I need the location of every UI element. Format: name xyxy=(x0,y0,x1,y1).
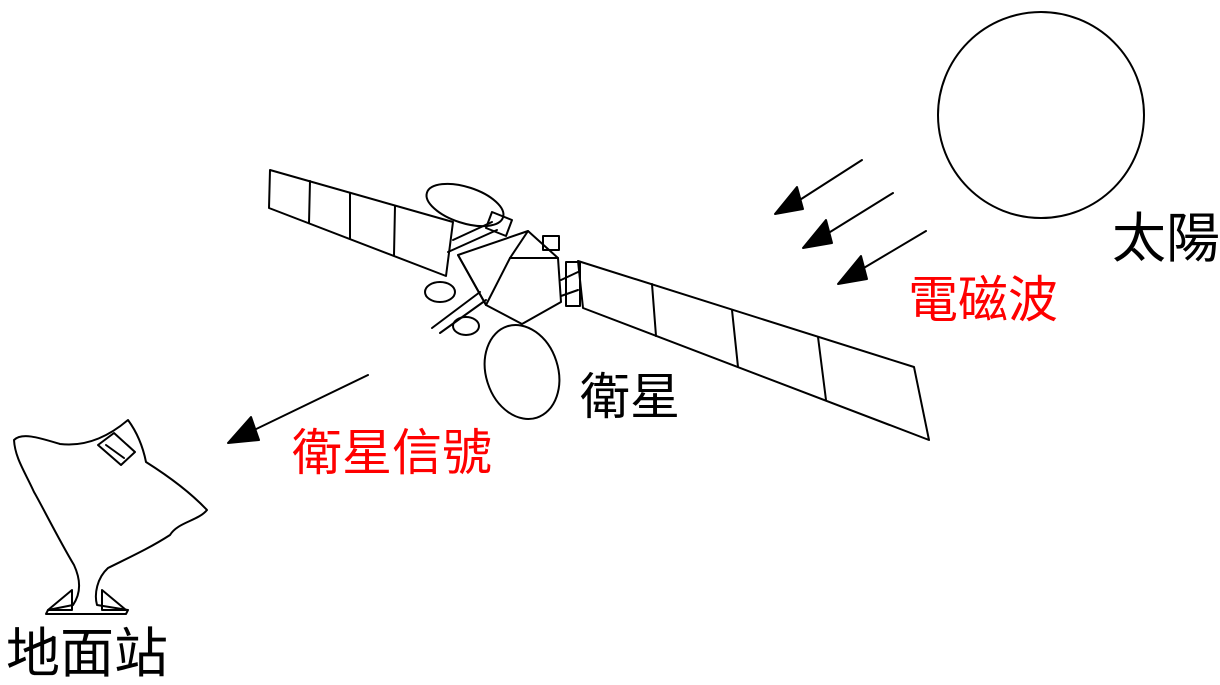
satellite-icon xyxy=(268,169,930,441)
sun-label: 太陽 xyxy=(1112,207,1220,270)
em-wave-arrows xyxy=(774,159,927,285)
lower-dish xyxy=(483,324,561,420)
ground-station-label: 地面站 xyxy=(6,622,168,685)
arrow-icon xyxy=(837,230,927,285)
left-solar-panel xyxy=(268,169,454,277)
arrow-icon xyxy=(774,159,863,215)
signal-arrow-icon xyxy=(227,374,369,444)
diagram-canvas xyxy=(13,11,1145,615)
arrow-icon xyxy=(802,192,894,249)
right-solar-panel xyxy=(577,260,930,441)
ground-station-dish-icon xyxy=(13,419,208,615)
satellite-label: 衛星 xyxy=(580,368,680,426)
satellite-body xyxy=(457,230,562,325)
sun-circle-icon xyxy=(937,11,1145,219)
satellite-signal-label: 衛星信號 xyxy=(292,424,492,482)
electromagnetic-wave-label: 電磁波 xyxy=(908,271,1058,329)
